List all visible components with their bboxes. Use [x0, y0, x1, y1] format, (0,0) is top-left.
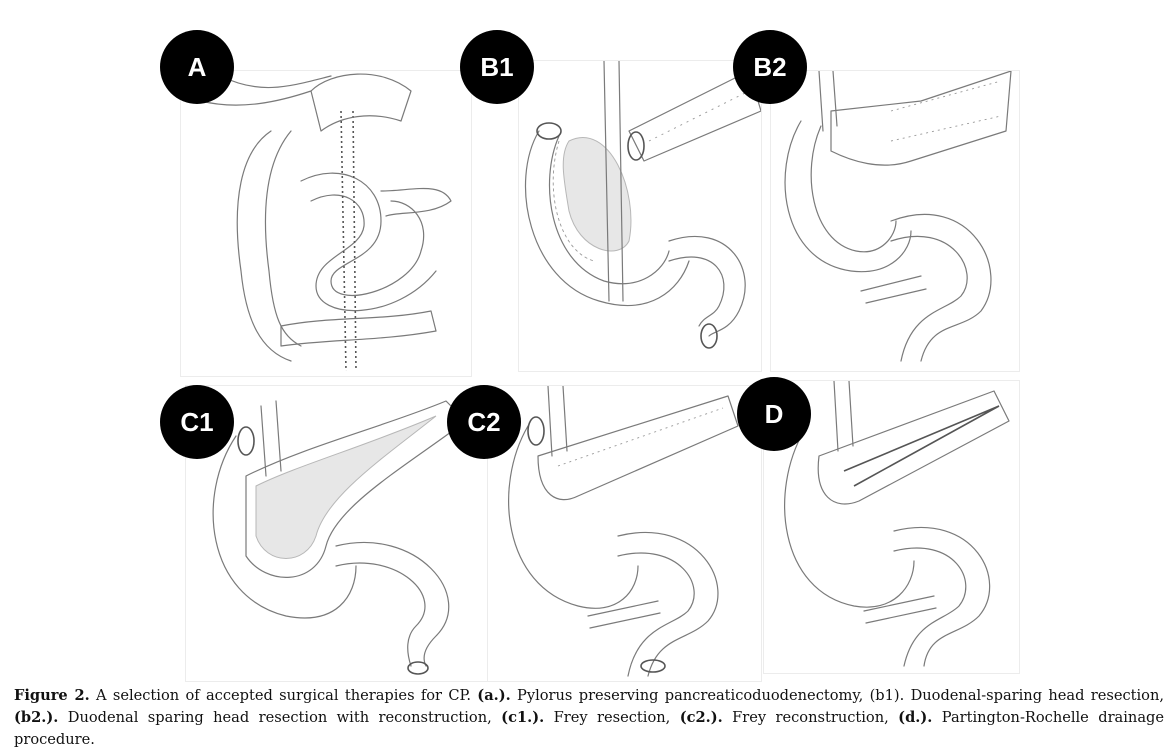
- panel-a-illustration: [180, 70, 472, 377]
- panel-label-c1: C1: [160, 385, 234, 459]
- panel-label-a: A: [160, 30, 234, 104]
- caption-a-label: (a.).: [477, 687, 511, 704]
- panel-c2-illustration: [487, 385, 762, 682]
- caption-c1-label: (c1.).: [501, 709, 545, 726]
- caption-d-label: (d.).: [898, 709, 933, 726]
- panel-label-b2: B2: [733, 30, 807, 104]
- caption-intro: A selection of accepted surgical therapi…: [89, 687, 478, 704]
- panel-label-b1: B1: [460, 30, 534, 104]
- caption-b2-label: (b2.).: [14, 709, 59, 726]
- caption-a-text: Pylorus preserving pancreaticoduodenecto…: [510, 687, 1164, 704]
- panel-label-d: D: [737, 377, 811, 451]
- panel-b2-illustration: [770, 70, 1020, 372]
- caption-c1-text: Frey resection,: [544, 709, 680, 726]
- caption-c2-label: (c2.).: [679, 709, 723, 726]
- figure-caption: Figure 2. A selection of accepted surgic…: [14, 685, 1164, 751]
- caption-figure-label: Figure 2.: [14, 687, 90, 704]
- panel-b1-illustration: [518, 60, 762, 372]
- panel-c1-illustration: [185, 385, 489, 682]
- panel-label-c2: C2: [447, 385, 521, 459]
- caption-b2-text: Duodenal sparing head resection with rec…: [58, 709, 502, 726]
- caption-c2-text: Frey reconstruction,: [722, 709, 899, 726]
